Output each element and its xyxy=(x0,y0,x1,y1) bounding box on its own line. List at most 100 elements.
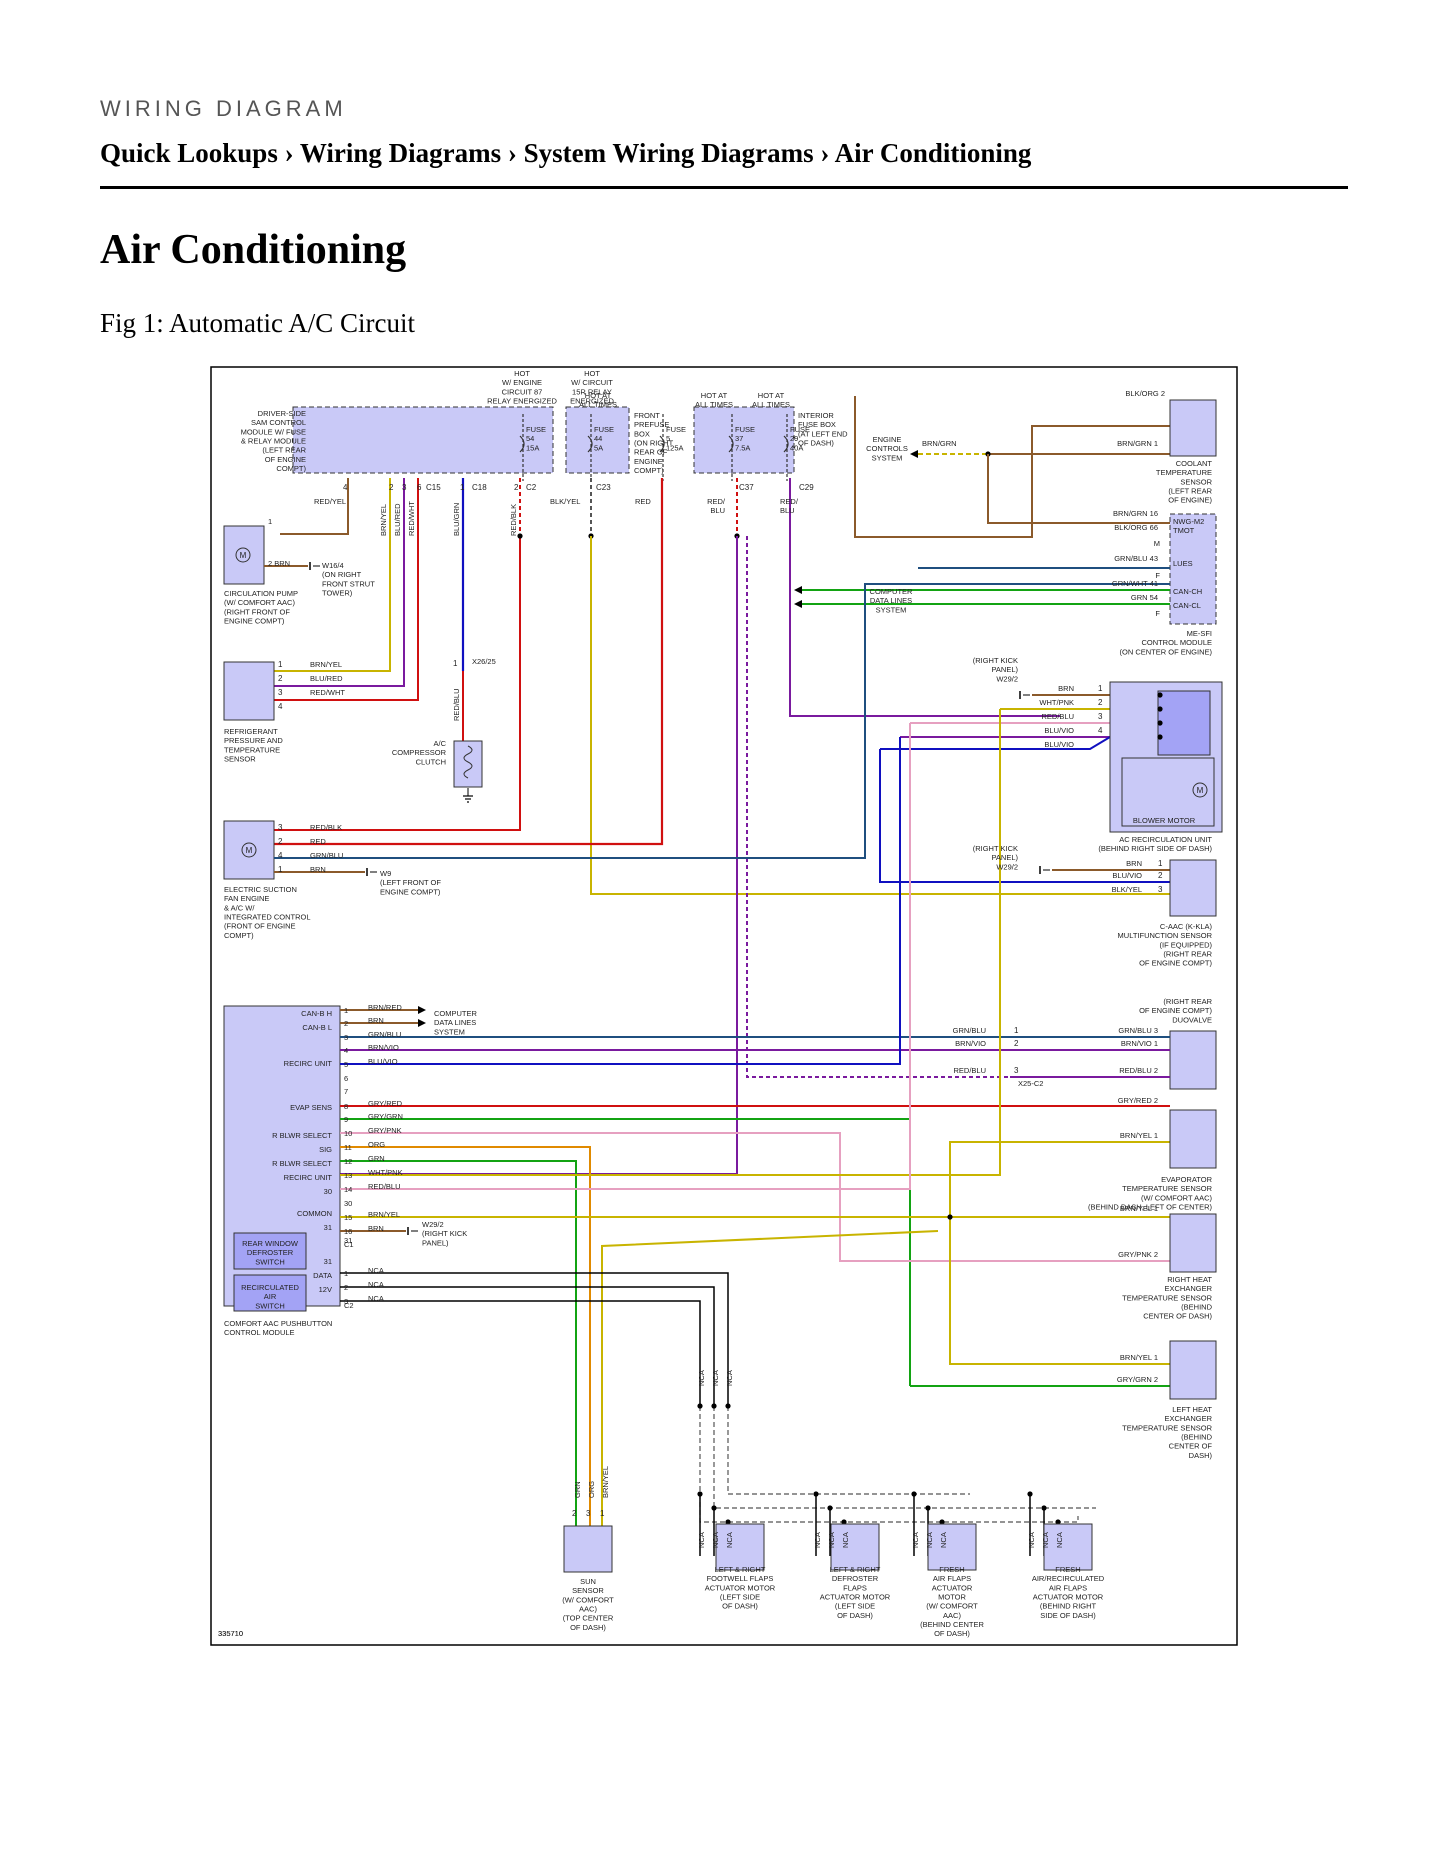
module-wire-label: NCA xyxy=(368,1266,384,1275)
wire-grypnk xyxy=(340,1132,1170,1262)
breadcrumb[interactable]: Quick Lookups › Wiring Diagrams › System… xyxy=(100,138,1032,168)
module-wire-label: GRN xyxy=(368,1154,385,1163)
label-lh_brnyel: BRN/YEL 1 xyxy=(1120,1353,1158,1362)
label-bw1: 1 xyxy=(1098,684,1103,693)
recirc-air-switch xyxy=(233,1274,307,1312)
module-wire-label: BRN xyxy=(368,1016,384,1025)
wire-redyel xyxy=(280,478,349,535)
module-pin: 13 xyxy=(344,1171,352,1180)
page-title: Air Conditioning xyxy=(100,227,407,273)
module-wire-label: NCA xyxy=(368,1280,384,1289)
motor-letter: M xyxy=(246,846,253,855)
module-pin: 15 xyxy=(344,1213,352,1222)
label-circpump: CIRCULATION PUMP(W/ COMFORT AAC)(RIGHT F… xyxy=(224,589,298,625)
actuator-motor-freshrecirc xyxy=(1043,1523,1093,1571)
label-c2a: C2 xyxy=(526,483,537,492)
wire-nca-2 xyxy=(340,1286,715,1406)
label-c1: C1 xyxy=(344,1240,354,1249)
nca-bus-3 xyxy=(727,1406,970,1495)
page-kicker: WIRING DIAGRAM xyxy=(100,96,347,121)
wire-redblu-29 xyxy=(789,478,1060,717)
splice-dot xyxy=(725,1519,731,1525)
splice-dot xyxy=(925,1505,931,1511)
label-cm_30: 30 xyxy=(324,1187,332,1196)
fuse-glyph xyxy=(728,435,734,453)
splice-dot xyxy=(827,1505,833,1511)
label-dv2: 2 xyxy=(1014,1039,1019,1048)
label-blkyel: BLK/YEL xyxy=(550,497,580,506)
label-circ1: 1 xyxy=(268,517,272,526)
label-bw_brn: BRN xyxy=(1058,684,1074,693)
splice-dot xyxy=(711,1505,717,1511)
module-pin: 30 xyxy=(344,1199,352,1208)
blower-housing xyxy=(1121,757,1215,827)
label-c29: C29 xyxy=(799,483,814,492)
label-blugrn_v: BLU/GRN xyxy=(452,503,461,536)
wire-brnyel-sun xyxy=(601,1230,939,1511)
sam-fuse-box xyxy=(292,406,554,474)
splice-dot xyxy=(813,1491,819,1497)
label-dv_brnvio: BRN/VIO xyxy=(955,1039,986,1048)
label-pin2: 2 xyxy=(389,483,394,492)
label-dv_redblu: RED/BLU xyxy=(953,1066,986,1075)
wire-redblu-module xyxy=(340,723,911,1190)
diagram-shapes xyxy=(223,396,1223,1573)
wire-brngrn-16 xyxy=(987,454,1170,524)
label-blured_v: BLU/RED xyxy=(393,503,402,536)
label-sun_org: ORG xyxy=(587,1481,596,1498)
fuse-glyph xyxy=(659,435,665,453)
splice-dot xyxy=(697,1491,703,1497)
label-ef_grnblu: GRN/BLU xyxy=(310,851,343,860)
wire-blured xyxy=(257,478,405,687)
module-wire-label: GRY/PNK xyxy=(368,1126,402,1135)
motor-icon xyxy=(235,547,251,563)
wire-redblu-duo xyxy=(746,536,1010,1078)
splice-dot xyxy=(1055,1519,1061,1525)
wire-org xyxy=(340,1146,591,1511)
label-canch: CAN-CH xyxy=(1173,587,1202,596)
motor-letter: M xyxy=(240,551,247,560)
recirc-actuator xyxy=(1157,690,1211,756)
label-cc3: 3 xyxy=(1158,885,1163,894)
label-cm_12v: 12V xyxy=(319,1285,332,1294)
nca-label: NCA xyxy=(939,1532,948,1548)
label-cm_recirc2: RECIRC UNIT xyxy=(284,1173,333,1182)
arrow-can xyxy=(794,600,802,608)
splice-dot xyxy=(841,1519,847,1525)
label-bw_bluvio: BLU/VIO xyxy=(1044,726,1074,735)
label-cm_rblwr: R BLWR SELECT xyxy=(272,1131,332,1140)
label-pin4: 4 xyxy=(343,483,348,492)
label-redwht_v: RED/WHT xyxy=(407,501,416,536)
label-red: RED xyxy=(635,497,651,506)
label-cc_bluvio: BLU/VIO xyxy=(1112,871,1142,880)
module-pin: 16 xyxy=(344,1227,352,1236)
rear-window-switch xyxy=(233,1232,307,1270)
label-bw_whtpnk: WHT/PNK xyxy=(1039,698,1074,707)
label-cm_evap: EVAP SENS xyxy=(290,1103,332,1112)
module-pin: 2 xyxy=(344,1019,348,1028)
label-acrecirc: AC RECIRCULATION UNIT(BEHIND RIGHT SIDE … xyxy=(1098,835,1212,853)
wire-nca-3 xyxy=(340,1300,701,1406)
arrow-engctl xyxy=(910,450,918,458)
splice-dot xyxy=(697,1403,703,1409)
label-c37: C37 xyxy=(739,483,754,492)
wire-brnyel-module xyxy=(340,1216,1170,1365)
label-pin1: 1 xyxy=(460,483,465,492)
module-pin: 12 xyxy=(344,1157,352,1166)
label-cm_sig: SIG xyxy=(319,1145,332,1154)
module-wire-label: GRN/BLU xyxy=(368,1030,401,1039)
label-blkorg66: BLK/ORG 66 xyxy=(1114,523,1158,532)
